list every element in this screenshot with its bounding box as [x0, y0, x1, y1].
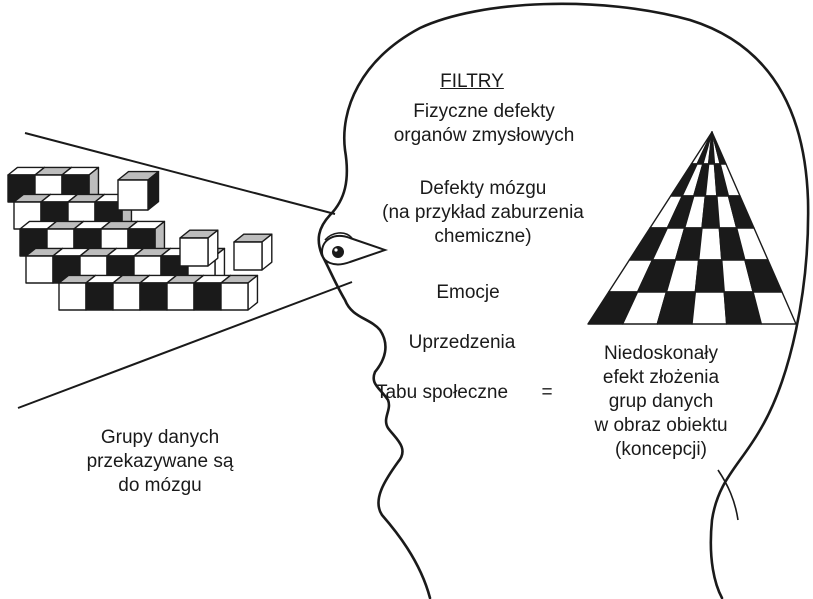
- input-line-1: Grupy danych: [87, 426, 234, 450]
- checkered-pyramid: [588, 132, 796, 324]
- filter-brain-line-1: Defekty mózgu: [382, 177, 584, 201]
- cube-front: [167, 283, 194, 310]
- filter-brain-line-3: chemiczne): [382, 225, 584, 249]
- filter-prejudice: Uprzedzenia: [409, 331, 516, 355]
- cube-front: [118, 180, 148, 210]
- result-label: Niedoskonały efekt złożenia grup danych …: [594, 342, 727, 462]
- pyramid-cell: [695, 260, 724, 292]
- result-line-2: efekt złożenia: [594, 366, 727, 390]
- input-line-2: przekazywane są: [87, 450, 234, 474]
- cube-front: [194, 283, 221, 310]
- result-line-1: Niedoskonały: [594, 342, 727, 366]
- filter-physical-line-1: Fizyczne defekty: [394, 100, 575, 124]
- pyramid-cell: [692, 292, 727, 324]
- data-blocks: [8, 167, 272, 310]
- result-line-3: grup danych: [594, 390, 727, 414]
- pyramid-cell: [753, 292, 796, 324]
- input-line-3: do mózgu: [87, 474, 234, 498]
- equals-sign: =: [541, 381, 552, 405]
- cube-front: [26, 256, 53, 283]
- filters-heading: FILTRY: [440, 70, 504, 94]
- cube-front: [180, 238, 208, 266]
- cube-front: [221, 283, 248, 310]
- eye-icon: [322, 233, 385, 264]
- result-line-5: (koncepcji): [594, 438, 727, 462]
- filter-taboo: Tabu społeczne: [376, 381, 508, 405]
- cube-front: [234, 242, 262, 270]
- filter-brain-line-2: (na przykład zaburzenia: [382, 201, 584, 225]
- input-caption: Grupy danych przekazywane są do mózgu: [87, 426, 234, 498]
- filter-brain: Defekty mózgu (na przykład zaburzenia ch…: [382, 177, 584, 249]
- pyramid-cell: [699, 228, 722, 260]
- filter-physical-line-2: organów zmysłowych: [394, 124, 575, 148]
- cube-front: [86, 283, 113, 310]
- cube-front: [113, 283, 140, 310]
- cube-front: [59, 283, 86, 310]
- filter-emotions: Emocje: [436, 281, 499, 305]
- result-line-4: w obraz obiektu: [594, 414, 727, 438]
- cube-front: [140, 283, 167, 310]
- filter-physical: Fizyczne defekty organów zmysłowych: [394, 100, 575, 148]
